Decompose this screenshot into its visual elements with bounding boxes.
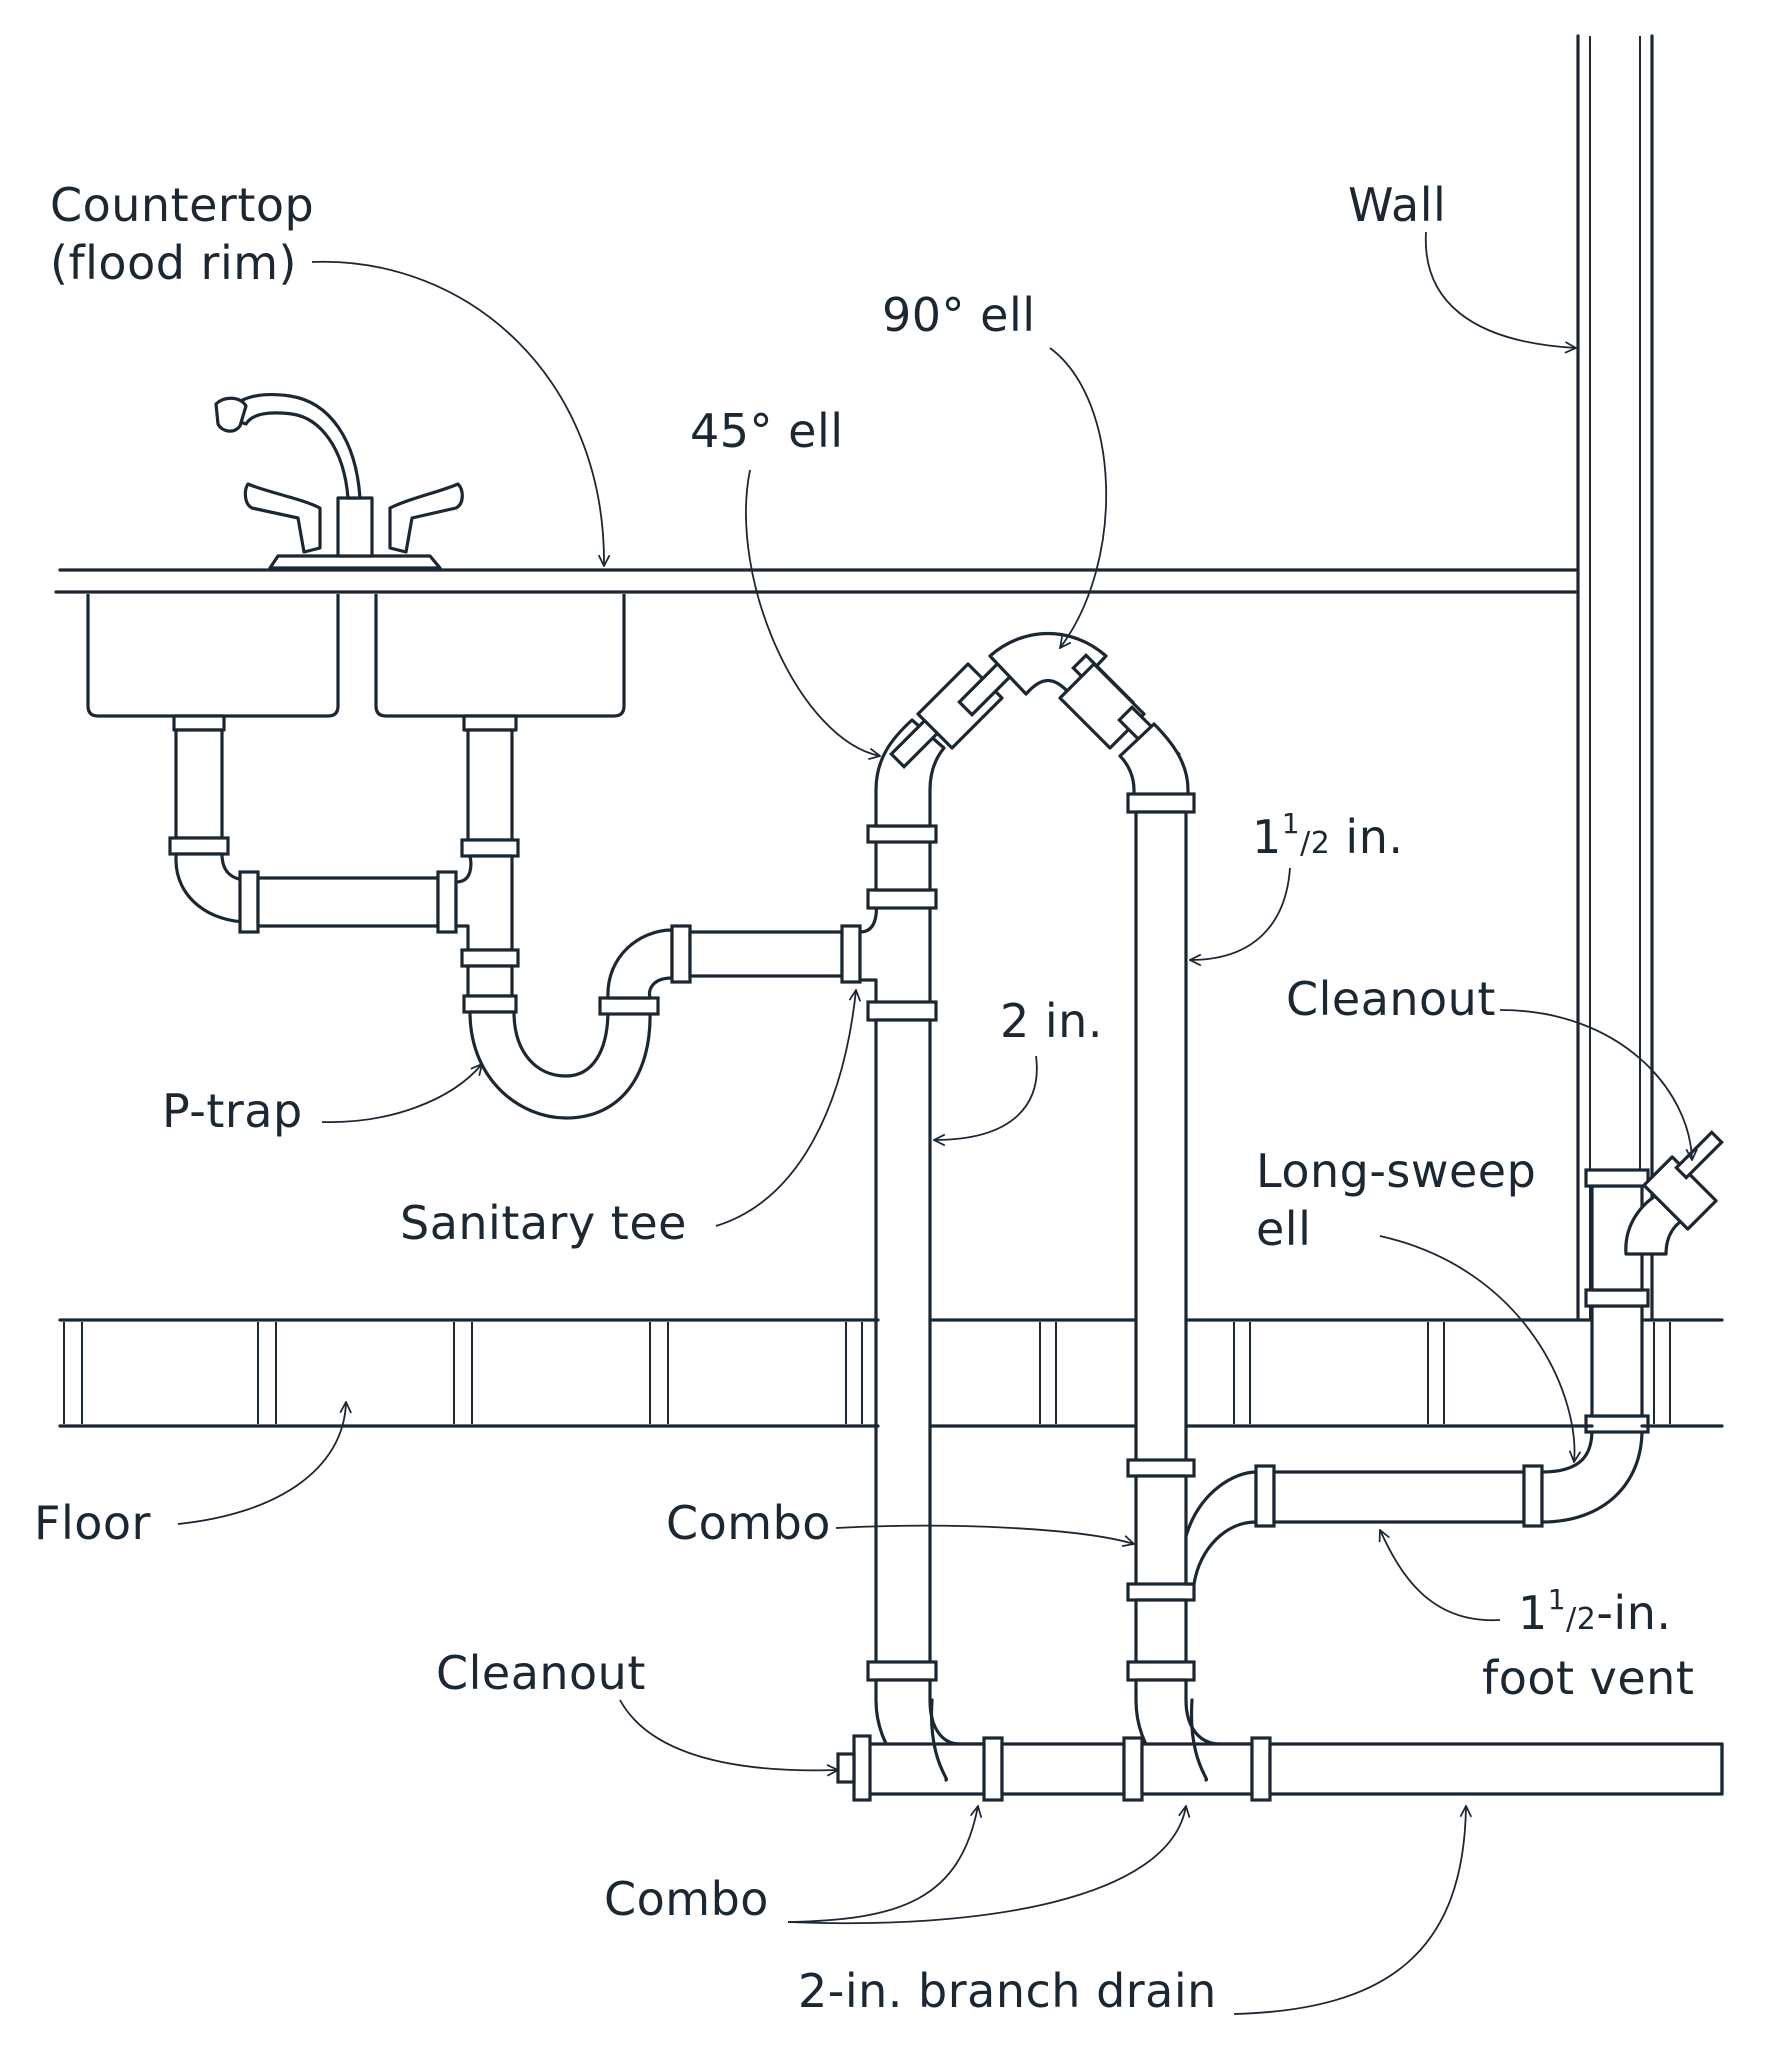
- label-foot-vent-line1: 11/2-in.: [1518, 1584, 1694, 1649]
- label-wall: Wall: [1348, 178, 1447, 232]
- label-size-numerator: 1: [1281, 807, 1301, 840]
- label-combo-middle: Combo: [666, 1496, 831, 1550]
- drain-stack-2in: [858, 824, 938, 1682]
- left-tailpiece: [168, 714, 458, 934]
- label-90-ell: 90° ell: [882, 288, 1036, 342]
- label-p-trap: P-trap: [162, 1084, 303, 1138]
- floor-joists: [58, 1318, 1724, 1428]
- label-floor: Floor: [34, 1496, 151, 1550]
- sink-bowls: [86, 594, 626, 718]
- label-45-ell: 45° ell: [690, 404, 844, 458]
- label-size-whole: 1: [1252, 810, 1282, 864]
- label-foot-vent: 11/2-in. foot vent: [1482, 1584, 1694, 1707]
- label-branch-drain: 2-in. branch drain: [798, 1964, 1217, 2018]
- wall: [1576, 34, 1654, 1322]
- branch-drain: [836, 1678, 1724, 1802]
- label-long-sweep-ell: Long-sweep ell: [1256, 1142, 1536, 1258]
- label-cleanout-lower: Cleanout: [436, 1646, 646, 1700]
- label-size-denominator: /2: [1300, 826, 1331, 861]
- countertop: [54, 568, 1580, 594]
- faucet: [214, 393, 464, 570]
- leader-lines: [177, 231, 1692, 2015]
- label-long-sweep-line1: Long-sweep: [1256, 1144, 1537, 1198]
- label-countertop-line1: Countertop: [50, 178, 315, 232]
- label-pipe-size-1-5in: 11/2 in.: [1252, 808, 1404, 873]
- label-long-sweep-line2: ell: [1256, 1202, 1312, 1256]
- vent-1-5in: [1126, 810, 1196, 1682]
- right-tailpiece: [454, 714, 520, 1014]
- vent-arch: [874, 631, 1196, 828]
- label-pipe-size-2in: 2 in.: [1000, 994, 1103, 1048]
- label-foot-vent-whole: 1: [1518, 1586, 1548, 1640]
- label-foot-vent-denominator: /2: [1566, 1602, 1597, 1637]
- label-cleanout-upper: Cleanout: [1286, 972, 1496, 1026]
- label-sanitary-tee: Sanitary tee: [400, 1196, 687, 1250]
- label-foot-vent-line2: foot vent: [1482, 1651, 1695, 1705]
- label-foot-vent-numerator: 1: [1547, 1583, 1567, 1616]
- label-size-unit: in.: [1330, 810, 1404, 864]
- label-combo-bottom: Combo: [604, 1872, 769, 1926]
- label-foot-vent-unit: -in.: [1596, 1586, 1672, 1640]
- p-trap: [468, 924, 862, 1120]
- label-countertop: Countertop (flood rim): [50, 176, 314, 292]
- label-countertop-line2: (flood rim): [50, 236, 297, 290]
